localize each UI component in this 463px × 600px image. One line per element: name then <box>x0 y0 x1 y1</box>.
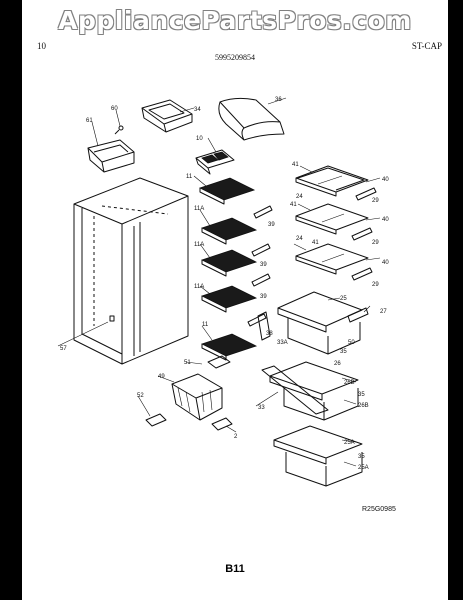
header-part-number: 5995209854 <box>215 53 255 62</box>
callout-40: 40 <box>382 217 389 223</box>
callout-33: 33 <box>258 405 265 411</box>
callout-25A: 25A <box>358 465 369 471</box>
callout-10: 10 <box>196 136 203 142</box>
callout-52: 52 <box>137 393 144 399</box>
callout-49: 49 <box>158 374 165 380</box>
callout-51: 51 <box>184 360 191 366</box>
callout-25: 25 <box>340 296 347 302</box>
callout-25A: 25A <box>344 440 355 446</box>
crisper-lower <box>273 425 363 487</box>
exploded-parts-diagram: 60 34 36 61 10 11 41 40 29 11A 39 24 41 … <box>57 97 389 487</box>
callout-11A: 11A <box>194 242 204 248</box>
callout-57: 57 <box>60 346 67 352</box>
diagram-sheet: AppliancePartsPros.com 10 5995209854 ST-… <box>22 0 448 600</box>
callout-29: 29 <box>372 198 379 204</box>
callout-40: 40 <box>382 177 389 183</box>
small-parts <box>145 355 233 431</box>
leader-lines <box>57 97 381 467</box>
callout-50: 50 <box>348 340 355 346</box>
reference-code: R25G0985 <box>362 506 396 513</box>
callout-38: 38 <box>266 331 273 337</box>
callout-11A: 11A <box>194 206 204 212</box>
callout-41: 41 <box>290 202 297 208</box>
callout-39: 39 <box>268 222 275 228</box>
cabinet-57 <box>73 177 189 365</box>
callout-39: 39 <box>260 294 267 300</box>
callout-29: 29 <box>372 240 379 246</box>
part-36-dairy-door <box>218 97 285 141</box>
part-10-egg-tray <box>195 149 235 175</box>
watermark: AppliancePartsPros.com <box>58 6 412 35</box>
callout-40: 40 <box>382 260 389 266</box>
header-section-code: ST-CAP <box>411 41 442 51</box>
part-61-bin <box>87 139 135 173</box>
callout-2: 2 <box>234 434 238 440</box>
callout-11: 11 <box>186 174 193 180</box>
callout-26: 26 <box>334 361 341 367</box>
crisper-upper <box>277 291 369 355</box>
callout-24: 24 <box>296 194 303 200</box>
part-60-screw <box>114 125 124 135</box>
callout-39: 39 <box>260 262 267 268</box>
callout-24: 24 <box>296 236 303 242</box>
shelf-supports-29 <box>351 187 377 281</box>
header-page-number: 10 <box>37 41 46 51</box>
callout-41: 41 <box>312 240 319 246</box>
callout-11: 11 <box>202 322 209 328</box>
rails <box>257 311 329 415</box>
callout-36: 36 <box>275 97 282 103</box>
callout-35: 35 <box>340 349 347 355</box>
callout-35: 35 <box>358 392 365 398</box>
callout-34: 34 <box>194 107 201 113</box>
callout-labels: 60 34 36 61 10 11 41 40 29 11A 39 24 41 … <box>60 97 389 471</box>
callout-60: 60 <box>111 106 118 112</box>
callout-35: 35 <box>358 454 365 460</box>
callout-11A: 11A <box>194 284 204 290</box>
callout-61: 61 <box>86 118 93 124</box>
glass-shelves-right <box>295 165 369 275</box>
callout-29: 29 <box>372 282 379 288</box>
callout-33A: 33A <box>277 340 288 346</box>
part-49-basket <box>171 373 223 421</box>
wire-shelves-left <box>198 177 258 361</box>
callout-26B: 26B <box>358 403 369 409</box>
part-34-tray <box>141 99 193 133</box>
callout-27: 27 <box>380 309 387 315</box>
crisper-middle <box>269 361 359 421</box>
page-code: B11 <box>225 563 245 575</box>
callout-41: 41 <box>292 162 299 168</box>
callout-26B: 26B <box>344 380 355 386</box>
shelf-supports-39 <box>247 205 273 327</box>
